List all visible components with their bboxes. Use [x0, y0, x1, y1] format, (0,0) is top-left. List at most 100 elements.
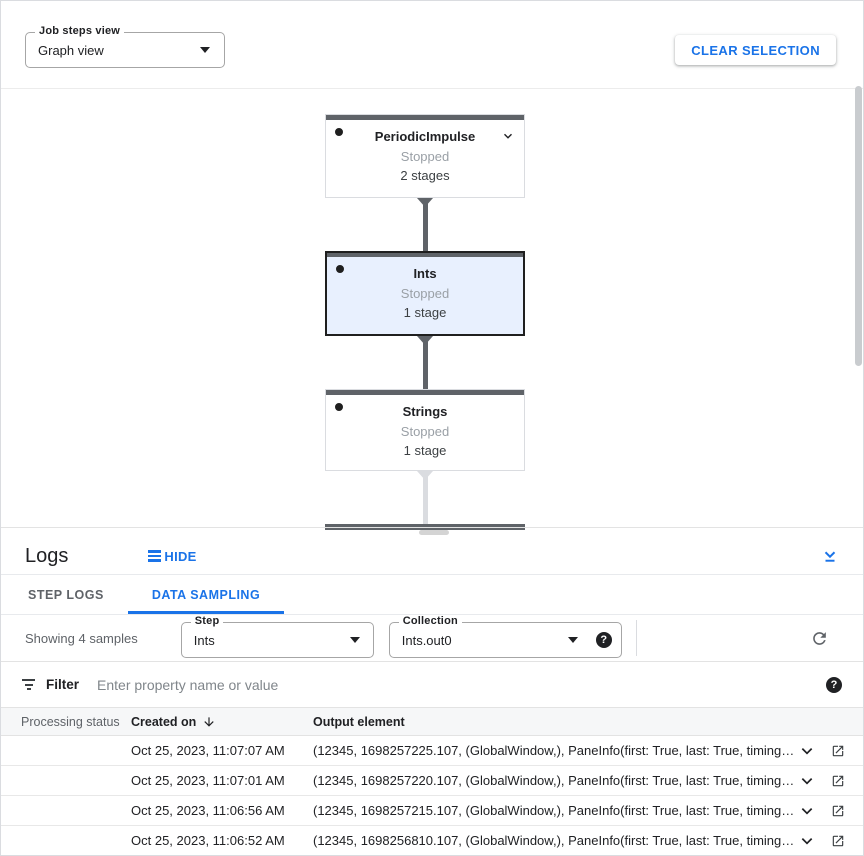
- chevron-down-icon[interactable]: [501, 129, 515, 148]
- column-output-element: Output element: [313, 714, 405, 729]
- column-created-on[interactable]: Created on: [131, 715, 313, 729]
- column-processing-status: Processing status: [21, 714, 120, 729]
- created-on-cell: Oct 25, 2023, 11:06:56 AM: [131, 803, 285, 818]
- node-title: Strings: [402, 403, 448, 419]
- graph-toolbar: Job steps view Graph view CLEAR SELECTIO…: [1, 1, 863, 89]
- list-icon: [148, 550, 162, 562]
- open-in-new-icon: [832, 835, 844, 846]
- chevron-down-icon: [801, 807, 813, 815]
- node-stages: 1 stage: [403, 305, 447, 320]
- graph-node-ints[interactable]: Ints Stopped 1 stage: [325, 251, 525, 336]
- collapse-panel-button[interactable]: [821, 547, 839, 565]
- node-stages: 1 stage: [403, 443, 447, 458]
- node-status: Stopped: [400, 286, 450, 301]
- edge-line: [423, 198, 428, 254]
- step-select[interactable]: Step Ints: [180, 615, 374, 658]
- job-steps-view-select[interactable]: Job steps view Graph view: [25, 25, 225, 68]
- collection-select-label: Collection: [398, 615, 462, 627]
- column-created-on-label: Created on: [131, 714, 197, 729]
- edge-arrow-icon: [417, 198, 433, 207]
- created-on-cell: Oct 25, 2023, 11:06:52 AM: [131, 833, 285, 848]
- table-row: Oct 25, 2023, 11:07:01 AM (12345, 169825…: [1, 766, 863, 796]
- refresh-button[interactable]: [810, 629, 829, 648]
- stopped-status-icon: [335, 128, 343, 136]
- open-in-new-icon: [832, 805, 844, 816]
- sampling-toolbar: Showing 4 samples Step Ints Collection I…: [1, 615, 863, 662]
- node-stages: 2 stages: [400, 168, 450, 183]
- dropdown-arrow-icon: [567, 637, 578, 643]
- refresh-icon: [813, 631, 826, 645]
- step-select-value: Ints: [193, 632, 215, 648]
- expand-row-button[interactable]: [799, 773, 815, 789]
- expand-row-button[interactable]: [799, 743, 815, 759]
- stopped-status-icon: [336, 265, 344, 273]
- created-on-cell: Oct 25, 2023, 11:07:07 AM: [131, 743, 285, 758]
- edge-arrow-icon: [417, 336, 433, 345]
- job-steps-view-value: Graph view: [38, 42, 104, 58]
- edge-arrow-icon: [417, 471, 433, 480]
- tab-step-logs[interactable]: STEP LOGS: [28, 587, 104, 602]
- open-in-new-button[interactable]: [831, 804, 845, 818]
- table-row: Oct 25, 2023, 11:06:52 AM (12345, 169825…: [1, 826, 863, 855]
- tab-data-sampling[interactable]: DATA SAMPLING: [127, 575, 285, 614]
- collection-help-icon[interactable]: ?: [595, 632, 612, 648]
- filter-input[interactable]: [95, 675, 826, 694]
- expand-row-button[interactable]: [799, 833, 815, 849]
- table-header: Processing status Created on Output elem…: [1, 708, 863, 736]
- open-in-new-button[interactable]: [831, 834, 845, 848]
- node-title-row: PeriodicImpulse: [326, 125, 524, 147]
- hide-label: HIDE: [164, 548, 197, 564]
- logs-header: Logs HIDE: [1, 538, 863, 574]
- toolbar-divider: [635, 620, 637, 656]
- chevron-down-icon: [801, 777, 813, 785]
- table-row: Oct 25, 2023, 11:06:56 AM (12345, 169825…: [1, 796, 863, 826]
- collection-select[interactable]: Collection Ints.out0 ?: [388, 615, 622, 658]
- graph-divider: [1, 527, 863, 528]
- node-title-row: Ints: [327, 262, 523, 284]
- clear-selection-button[interactable]: CLEAR SELECTION: [675, 35, 836, 65]
- step-select-label: Step: [190, 615, 224, 627]
- filter-icon: [22, 679, 35, 690]
- dropdown-arrow-icon: [200, 47, 210, 53]
- stopped-status-icon: [335, 403, 343, 411]
- chevron-down-icon: [801, 747, 813, 755]
- graph-node-strings[interactable]: Strings Stopped 1 stage: [325, 389, 525, 471]
- dropdown-arrow-icon: [349, 637, 360, 643]
- logs-panel-title: Logs: [25, 544, 69, 567]
- job-steps-view-label: Job steps view: [35, 25, 125, 37]
- output-element-cell: (12345, 1698257225.107, (GlobalWindow,),…: [313, 743, 795, 758]
- output-element-cell: (12345, 1698257220.107, (GlobalWindow,),…: [313, 773, 795, 788]
- node-status: Stopped: [400, 424, 450, 439]
- vertical-scrollbar-thumb[interactable]: [855, 86, 862, 366]
- graph-node-periodicimpulse[interactable]: PeriodicImpulse Stopped 2 stages: [325, 114, 525, 198]
- showing-samples-text: Showing 4 samples: [25, 630, 138, 646]
- node-top-bar: [327, 253, 523, 257]
- node-title: PeriodicImpulse: [374, 128, 476, 144]
- chevron-down-icon: [801, 837, 813, 845]
- table-row: Oct 25, 2023, 11:07:07 AM (12345, 169825…: [1, 736, 863, 766]
- created-on-cell: Oct 25, 2023, 11:07:01 AM: [131, 773, 285, 788]
- collapse-down-icon: [824, 551, 836, 562]
- hide-logs-button[interactable]: HIDE: [148, 549, 196, 564]
- sort-descending-icon: [204, 716, 214, 727]
- node-top-bar: [326, 115, 524, 120]
- open-in-new-button[interactable]: [831, 744, 845, 758]
- horizontal-scrollbar-thumb[interactable]: [419, 530, 449, 535]
- output-element-cell: (12345, 1698257215.107, (GlobalWindow,),…: [313, 803, 795, 818]
- node-top-bar: [326, 390, 524, 395]
- filter-help-icon[interactable]: ?: [826, 676, 842, 693]
- filter-label: Filter: [46, 677, 80, 692]
- filter-bar: Filter ?: [1, 662, 863, 708]
- open-in-new-button[interactable]: [831, 774, 845, 788]
- output-element-cell: (12345, 1698256810.107, (GlobalWindow,),…: [313, 833, 795, 848]
- collection-select-value: Ints.out0: [401, 632, 452, 648]
- open-in-new-icon: [832, 775, 844, 786]
- logs-panel: Logs HIDE STEP LOGS DATA SAMPLING Showin…: [1, 538, 863, 855]
- edge-line: [423, 336, 428, 391]
- open-in-new-icon: [832, 745, 844, 756]
- expand-row-button[interactable]: [799, 803, 815, 819]
- pipeline-graph: PeriodicImpulse Stopped 2 stages Ints St…: [1, 89, 863, 538]
- edge-line-light: [423, 471, 428, 524]
- node-status: Stopped: [400, 149, 450, 164]
